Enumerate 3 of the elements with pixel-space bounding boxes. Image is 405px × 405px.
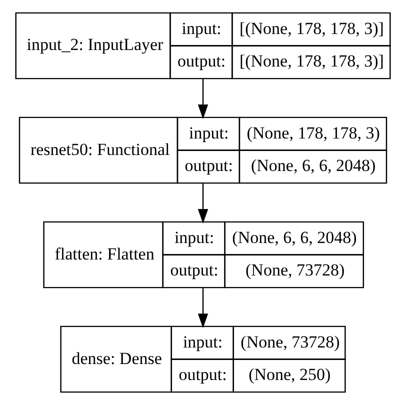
arrow <box>197 78 208 120</box>
arrow <box>197 288 208 328</box>
arrow <box>197 183 208 224</box>
